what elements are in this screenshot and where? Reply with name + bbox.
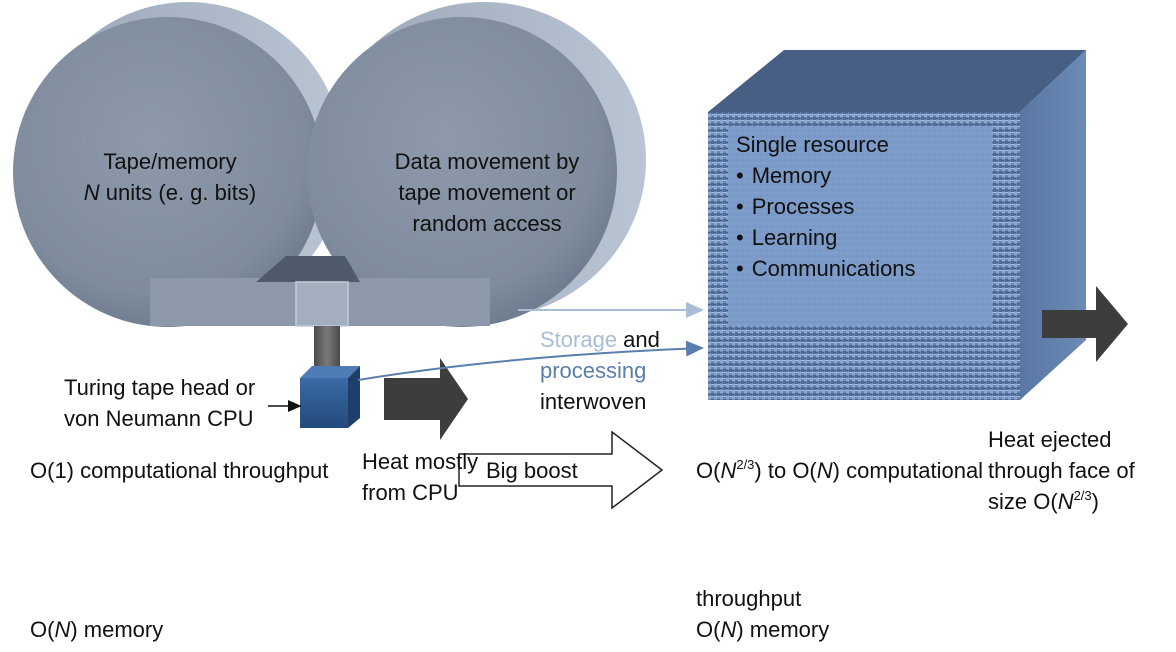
right-reel-line: random access: [412, 211, 562, 236]
cube-title: Single resource: [736, 132, 889, 157]
cpu-label-line: von Neumann CPU: [64, 406, 254, 431]
left-reel-label: Tape/memory N units (e. g. bits): [58, 146, 282, 208]
interwoven-word: interwoven: [540, 389, 647, 414]
left-reel: [13, 17, 323, 327]
n-variable: N: [83, 180, 100, 205]
cpu-label: Turing tape head or von Neumann CPU: [64, 372, 255, 434]
left-memory: O(N) memory: [30, 614, 163, 645]
cube-item-processes: Processes: [736, 191, 916, 222]
cube-heat-line3: size O(N2/3): [988, 486, 1135, 517]
processing-connector-arrow: [357, 340, 704, 381]
memory-suffix: ) memory: [70, 617, 164, 642]
right-reel-label: Data movement by tape movement or random…: [360, 146, 614, 239]
cube-top-face: [708, 50, 1086, 112]
processing-word: processing: [540, 358, 647, 383]
cube-heat-line2: through face of: [988, 458, 1135, 483]
cpu-label-line: Turing tape head or: [64, 375, 256, 400]
tape-guide: [256, 256, 360, 282]
cpu-heat-line: from CPU: [362, 480, 459, 505]
storage-word: Storage: [540, 327, 618, 352]
cube-panel-text: Single resource Memory Processes Learnin…: [736, 129, 916, 284]
exponent: 2/3: [1073, 488, 1092, 503]
cube-item-learning: Learning: [736, 222, 916, 253]
n-variable: N: [816, 458, 833, 483]
tape-head-mount: [295, 281, 349, 327]
and-word: and: [617, 327, 660, 352]
right-throughput-line1: O(N2/3) to O(N) computational: [696, 455, 983, 486]
cpu-heat-line: Heat mostly: [362, 449, 479, 474]
cpu-heat-label: Heat mostly from CPU: [362, 446, 478, 508]
right-throughput-line2: throughput: [696, 586, 802, 611]
n-variable: N: [720, 617, 737, 642]
right-reel: [307, 17, 617, 327]
t-part: O(: [696, 458, 721, 483]
n-variable: N: [720, 458, 737, 483]
interwoven-label: Storage and processing interwoven: [540, 324, 660, 417]
big-boost-label: Big boost: [486, 458, 578, 483]
cube-heat-line1: Heat ejected: [988, 427, 1112, 452]
tape-reels: [13, 2, 646, 327]
left-throughput: O(1) computational throughput: [30, 458, 329, 483]
cube-items: Memory Processes Learning Communications: [736, 160, 916, 284]
interwoven-line1: Storage and: [540, 324, 660, 355]
t-part: ) computational: [832, 458, 984, 483]
n-variable: N: [54, 617, 71, 642]
cube-item-communications: Communications: [736, 253, 916, 284]
cpu-block: [300, 366, 360, 428]
memory-prefix: O(: [696, 617, 721, 642]
exponent: 2/3: [736, 457, 755, 472]
cube-item-memory: Memory: [736, 160, 916, 191]
n-variable: N: [1057, 489, 1074, 514]
left-reel-line2: N units (e. g. bits): [58, 177, 282, 208]
left-reel-line1: Tape/memory: [103, 149, 237, 174]
memory-prefix: O(: [30, 617, 55, 642]
size-prefix: size O(: [988, 489, 1058, 514]
left-reel-line2-rest: units (e. g. bits): [99, 180, 257, 205]
cpu-heat-arrow: [384, 358, 468, 440]
right-memory: O(N) memory: [696, 614, 829, 645]
right-reel-line: Data movement by: [394, 149, 580, 174]
memory-suffix: ) memory: [736, 617, 830, 642]
cube-heat-arrow: [1042, 286, 1128, 362]
big-boost-arrow: [458, 430, 664, 510]
t-part: ) to O(: [754, 458, 817, 483]
right-reel-line: tape movement or: [398, 180, 576, 205]
size-suffix: ): [1091, 489, 1099, 514]
cube-heat-label: Heat ejected through face of size O(N2/3…: [988, 424, 1135, 517]
